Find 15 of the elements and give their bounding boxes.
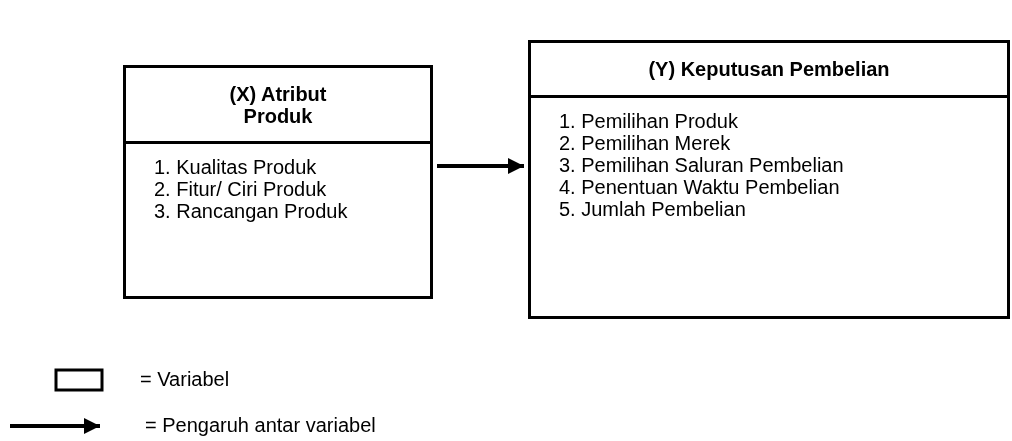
variable-heading: (Y) Keputusan Pembelian <box>648 58 890 80</box>
indicator-item: 2. Pemilihan Merek <box>558 132 732 154</box>
indicator-item: 2. Fitur/ Ciri Produk <box>153 178 328 200</box>
indicator-item: 3. Rancangan Produk <box>153 200 349 222</box>
indicator-item: 3. Pemilihan Saluran Pembelian <box>558 154 845 176</box>
variable-heading: (X) Atribut Produk <box>228 82 328 127</box>
legend-label: = Variabel <box>140 368 230 391</box>
indicator-item: 5. Jumlah Pembelian <box>558 198 747 220</box>
legend-label: = Pengaruh antar variabel <box>145 414 376 437</box>
indicator-item: 1. Kualitas Produk <box>153 156 318 178</box>
variable-box <box>123 65 433 299</box>
variable-box <box>528 40 1010 319</box>
indicator-item: 1. Pemilihan Produk <box>558 110 739 132</box>
indicator-item: 4. Penentuan Waktu Pembelian <box>558 176 841 198</box>
arrow <box>437 158 524 174</box>
